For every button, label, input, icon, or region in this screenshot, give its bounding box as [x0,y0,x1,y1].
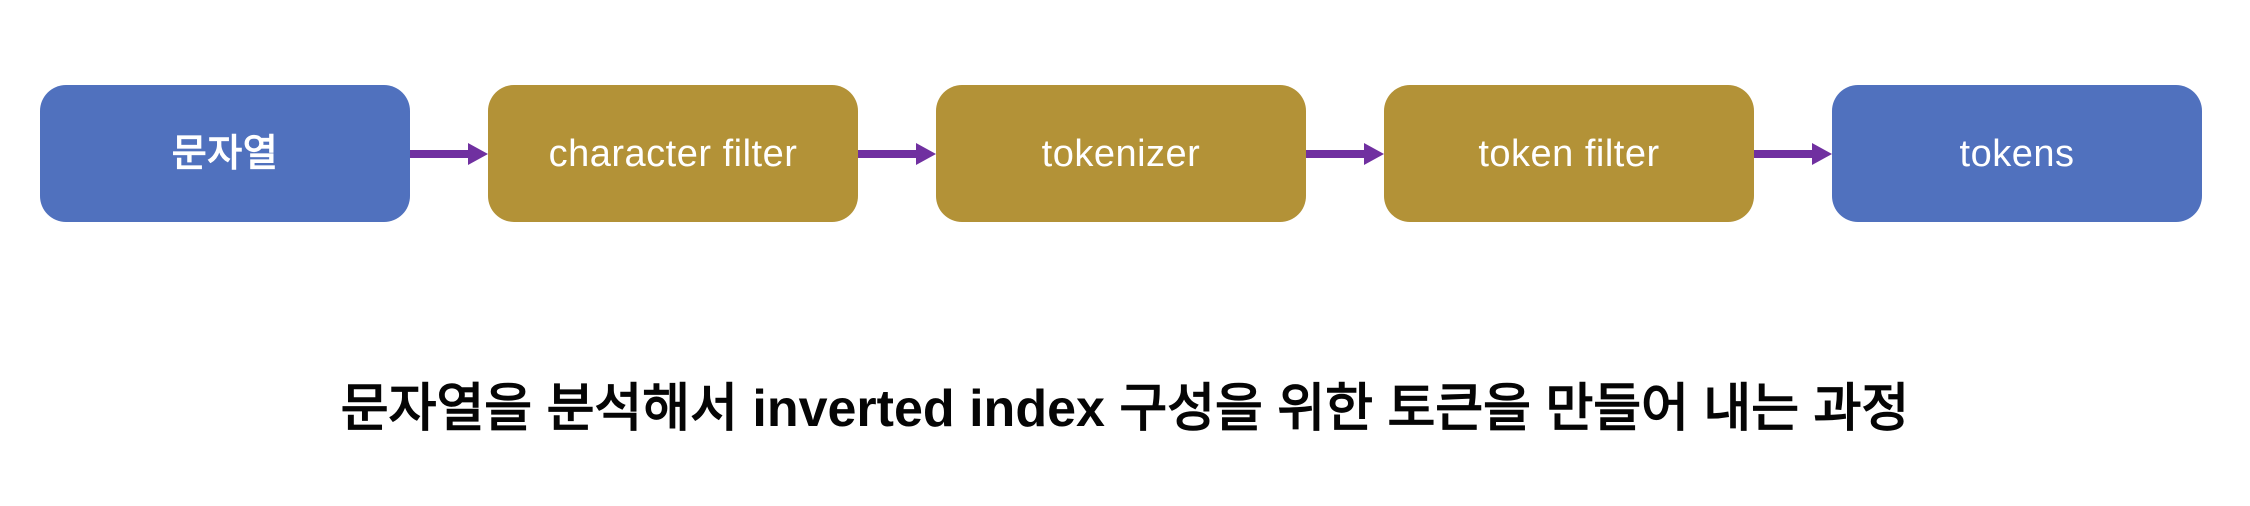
diagram-caption: 문자열을 분석해서 inverted index 구성을 위한 토큰을 만들어 … [340,380,1910,438]
flow-arrow-icon [1754,142,1832,165]
flow-arrow-icon [1306,142,1384,165]
node-tokens: tokens [1832,85,2202,222]
node-character-filter-label: character filter [548,132,798,175]
node-token-filter-label: token filter [1478,132,1660,175]
node-string-input-label: 문자열 [171,132,279,175]
analysis-pipeline-diagram: 문자열 character filter tokenizer token fil… [40,85,2202,222]
node-character-filter: character filter [488,85,858,222]
node-tokens-label: tokens [1959,132,2075,175]
flow-arrow-icon [410,142,488,165]
node-tokenizer: tokenizer [936,85,1306,222]
node-token-filter: token filter [1384,85,1754,222]
node-tokenizer-label: tokenizer [1041,132,1201,175]
node-string-input: 문자열 [40,85,410,222]
flow-arrow-icon [858,142,936,165]
